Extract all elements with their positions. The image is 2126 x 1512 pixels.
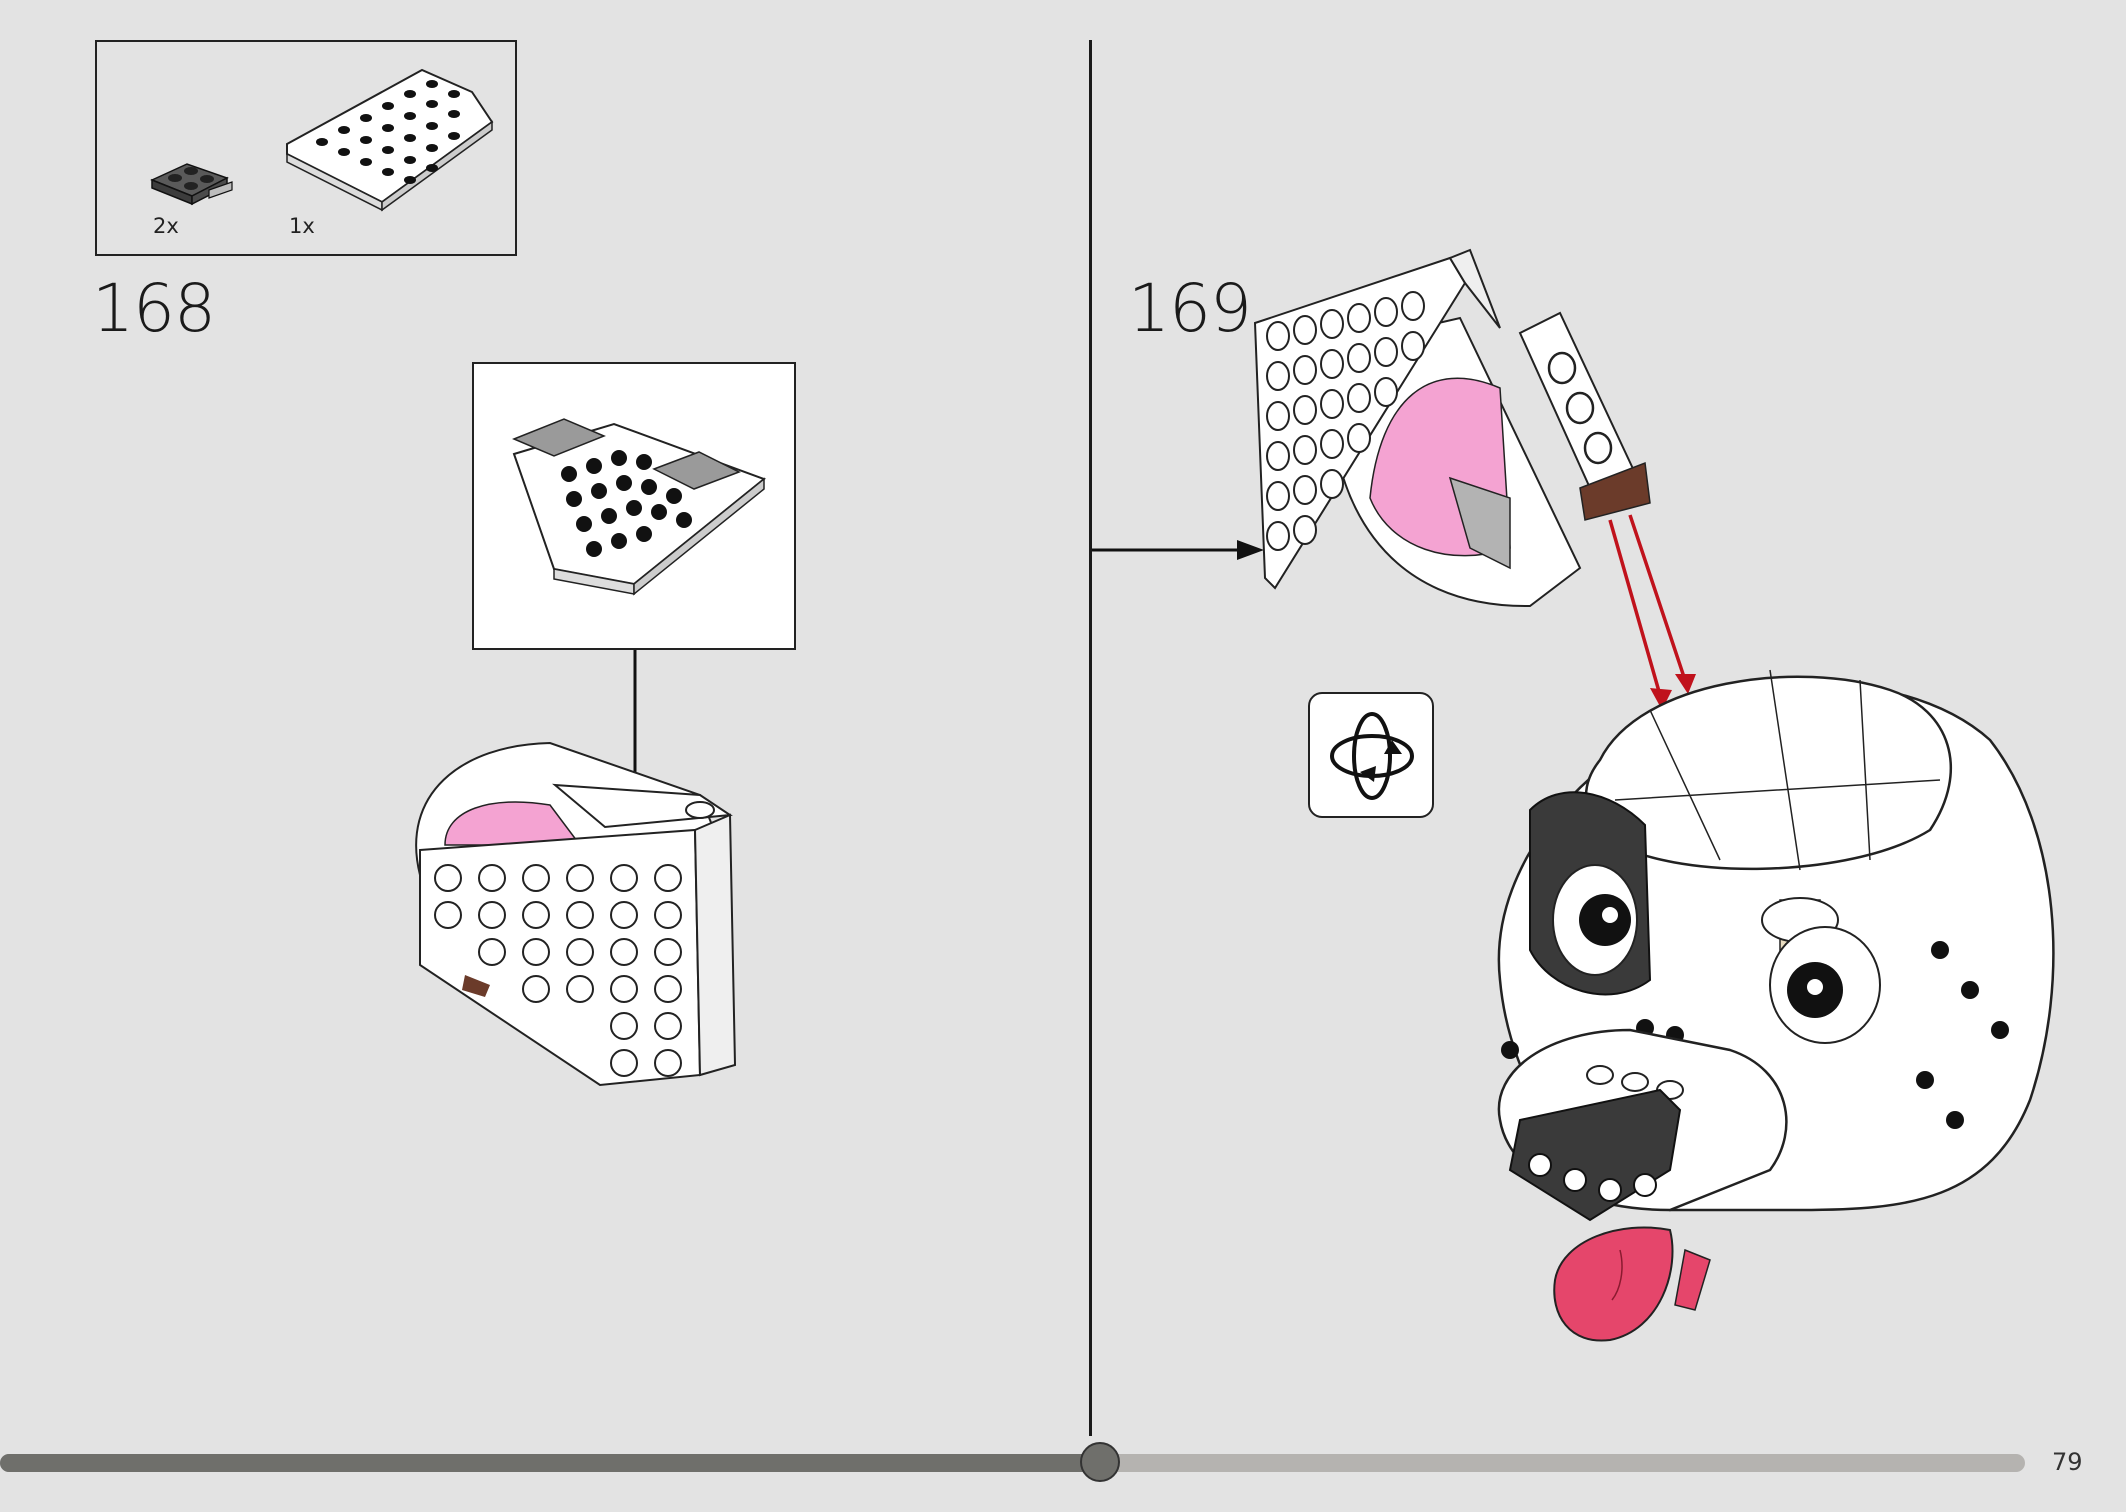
page-number: 79 bbox=[2052, 1448, 2083, 1476]
part-quantity: 1x bbox=[289, 214, 315, 238]
parts-list-box: 2x 1x bbox=[95, 40, 517, 256]
progress-knob bbox=[1080, 1442, 1120, 1482]
step-168-model bbox=[415, 741, 737, 1087]
wedge-plate-white-icon bbox=[286, 68, 494, 212]
part-quantity: 2x bbox=[153, 214, 179, 238]
ear-subassembly bbox=[1253, 248, 1651, 608]
step-pointer-arrow bbox=[1092, 540, 1264, 560]
rotate-model-icon bbox=[1308, 692, 1434, 818]
subassembly-callout bbox=[472, 362, 796, 650]
step-number: 168 bbox=[92, 270, 216, 347]
dog-head-model bbox=[1497, 669, 2055, 1342]
progress-fill bbox=[0, 1454, 1100, 1472]
page-divider bbox=[1089, 40, 1092, 1436]
wedge-plate-with-clips-icon bbox=[512, 418, 767, 596]
red-assembly-arrows bbox=[1608, 514, 1696, 710]
plate-2x2-dark-grey-icon bbox=[150, 163, 233, 206]
step-number: 169 bbox=[1128, 270, 1252, 347]
